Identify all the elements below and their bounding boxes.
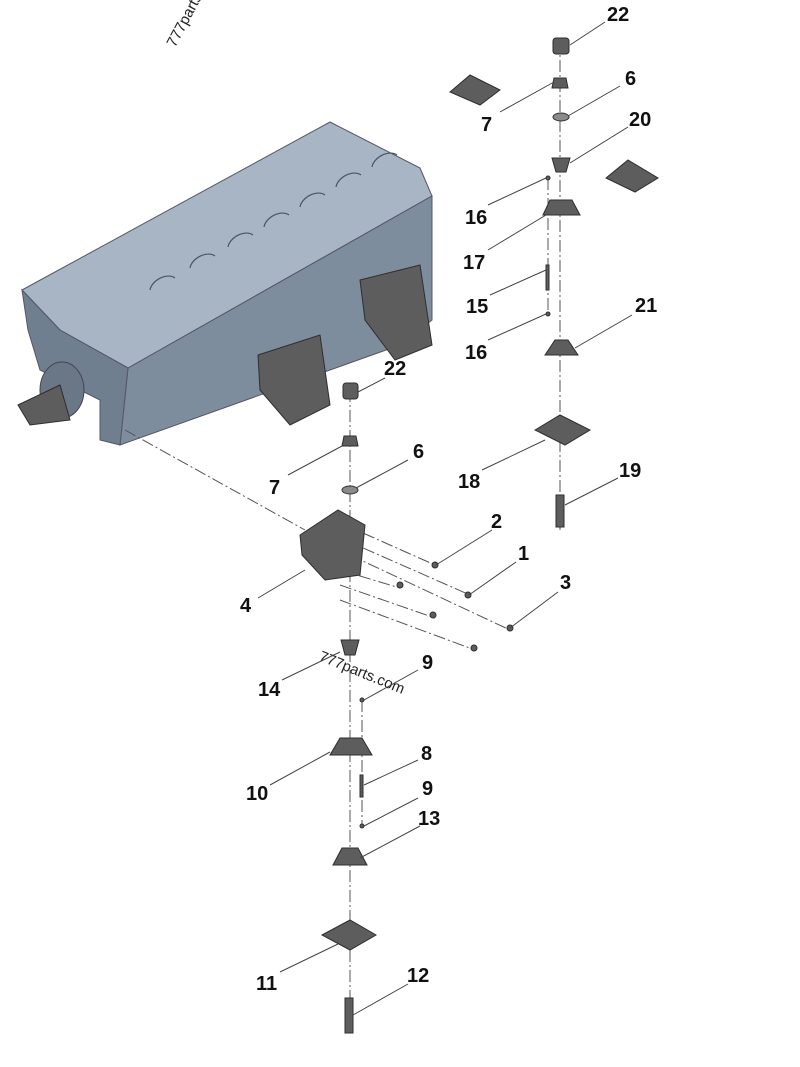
callout-17: 17 xyxy=(463,252,485,274)
callout-13: 13 xyxy=(418,808,440,830)
callout-11: 11 xyxy=(256,973,277,995)
callout-9: 9 xyxy=(422,652,433,674)
engine-block xyxy=(17,121,433,446)
callout-16: 16 xyxy=(465,342,487,364)
callout-6: 6 xyxy=(625,68,636,90)
callout-19: 19 xyxy=(619,460,641,482)
callout-16: 16 xyxy=(465,207,487,229)
callout-15: 15 xyxy=(466,296,488,318)
callout-14: 14 xyxy=(258,679,281,701)
watermark-top: 777parts xyxy=(164,0,206,50)
callout-9: 9 xyxy=(422,778,433,800)
callout-labels: 22 6 7 20 16 17 15 16 21 22 18 19 6 7 2 … xyxy=(240,4,657,995)
leader-lines xyxy=(257,21,633,1016)
callout-8: 8 xyxy=(421,743,432,765)
callout-4: 4 xyxy=(240,595,252,617)
callout-21: 21 xyxy=(635,295,657,317)
callout-3: 3 xyxy=(560,572,571,594)
center-mount-stack xyxy=(299,382,514,1034)
right-mount-stack xyxy=(449,37,659,528)
callout-1: 1 xyxy=(518,543,529,565)
callout-2: 2 xyxy=(491,511,502,533)
watermark-center: 777parts.com xyxy=(317,648,408,698)
callout-7: 7 xyxy=(481,114,492,136)
axis-diagonal xyxy=(124,429,306,531)
callout-10: 10 xyxy=(246,783,268,805)
callout-20: 20 xyxy=(629,109,651,131)
callout-6: 6 xyxy=(413,441,424,463)
callout-7: 7 xyxy=(269,477,280,499)
callout-22: 22 xyxy=(384,358,406,380)
callout-18: 18 xyxy=(458,471,480,493)
callout-12: 12 xyxy=(407,965,429,987)
callout-22: 22 xyxy=(607,4,629,26)
